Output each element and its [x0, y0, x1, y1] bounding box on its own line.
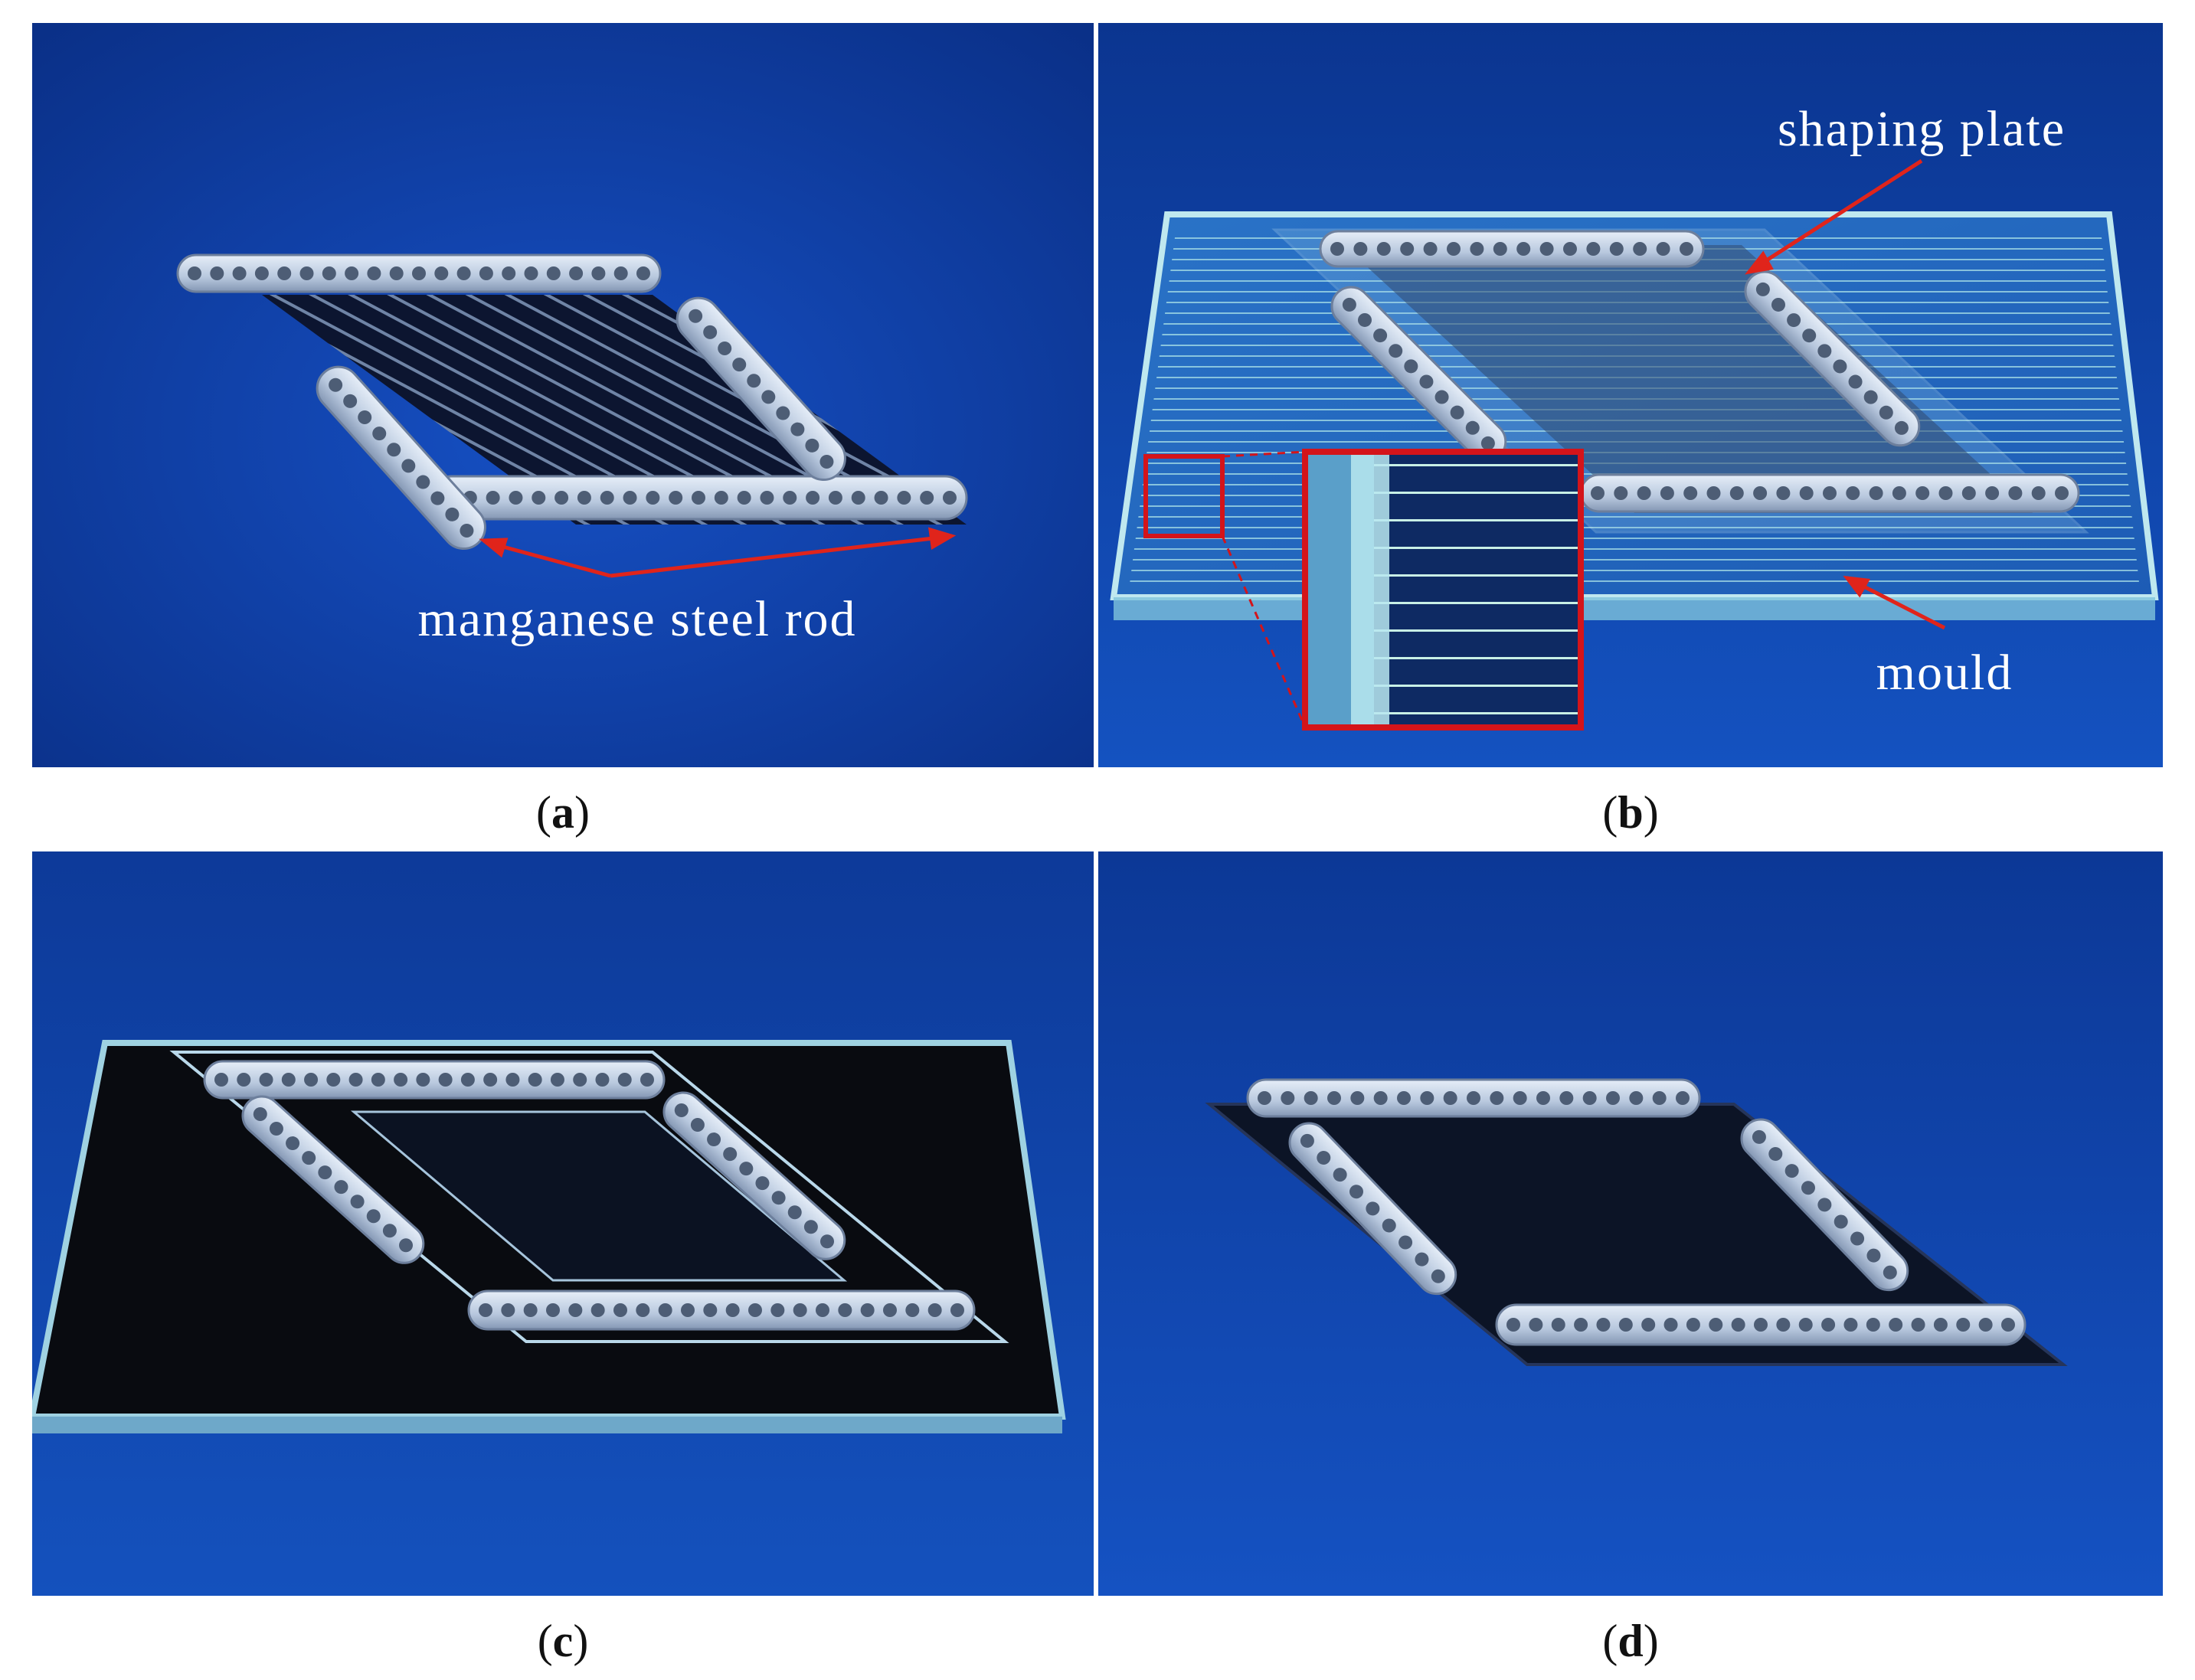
- photo-panel-c: [32, 851, 1094, 1596]
- caption-d: (d): [1602, 1616, 1659, 1666]
- zoom-inset: [1302, 449, 1584, 731]
- zoom-source-box: [1143, 454, 1225, 538]
- right-clamp-plate: [676, 296, 846, 482]
- caption-a: (a): [536, 787, 590, 838]
- label-manganese-steel-rod: manganese steel rod: [417, 591, 856, 647]
- photo-panel-b: shaping plate mould: [1098, 23, 2163, 767]
- label-shaping-plate: shaping plate: [1778, 101, 2066, 157]
- left-clamp-plate: [316, 365, 486, 551]
- caption-c: (c): [537, 1616, 589, 1666]
- caption-b: (b): [1602, 787, 1659, 838]
- label-mould: mould: [1876, 645, 2013, 701]
- steel-rod-array: [262, 295, 967, 525]
- photo-panel-a: manganese steel rod: [32, 23, 1094, 767]
- photo-panel-d: [1098, 851, 2163, 1596]
- annotation-arrow: [479, 527, 957, 578]
- annotation-arrow: [1744, 159, 1946, 630]
